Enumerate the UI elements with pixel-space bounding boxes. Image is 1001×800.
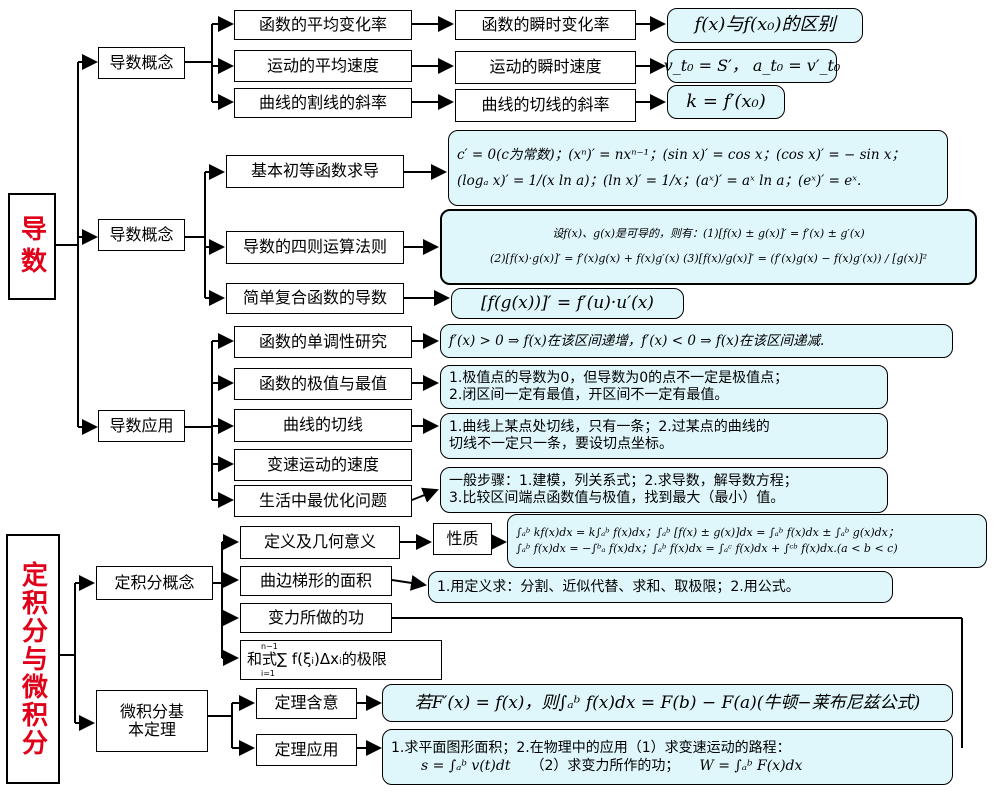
node-sum-limit-sup: n−1 <box>261 642 278 652</box>
note-tangent-l2: 切线不一定只一条，要设切点坐标。 <box>449 436 673 452</box>
note-area-calc: 1.用定义求：分割、近似代替、求和、取极限；2.用公式。 <box>428 571 893 603</box>
note-app-l2c: W = ∫ₐᵇ F(x)dx <box>699 758 803 774</box>
note-app-l2b: （2）求变力所作的功； <box>530 758 680 774</box>
node-def-integral: 定积分概念 <box>96 566 213 600</box>
node-optimization: 生活中最优化问题 <box>234 485 412 517</box>
note-four-rules: 设f(x)、g(x)是可导的，则有：(1)[f(x) ± g(x)]′ = f′… <box>440 209 977 285</box>
note-theorem-app: 1.求平面图形面积；2.在物理中的应用（1）求变速运动的路程： s = ∫ₐᵇ … <box>382 729 953 785</box>
note-extrema-l2: 2.闭区间一定有最值，开区间不一定有最值。 <box>449 387 729 403</box>
node-variable-speed: 变速运动的速度 <box>234 449 412 481</box>
node-theorem-meaning: 定理含意 <box>256 688 357 719</box>
note-app-l1: 1.求平面图形面积；2.在物理中的应用（1）求变速运动的路程： <box>391 739 791 756</box>
note-slope-def-text: k = f′(x₀) <box>686 90 766 112</box>
note-optim-l2: 3.比较区间端点函数值与极值，找到最大（最小）值。 <box>449 490 785 506</box>
note-prop-l1: ∫ₐᵇ kf(x)dx = k∫ₐᵇ f(x)dx；∫ₐᵇ [f(x) ± g(… <box>516 525 899 539</box>
note-tangent: 1.曲线上某点处切线，只有一条；2.过某点的曲线的 切线不一定只一条，要设切点坐… <box>440 413 888 459</box>
node-sum-limit: 和式∑ f(ξᵢ)Δxᵢ的极限 n−1 i=1 <box>240 640 442 680</box>
note-rules-l2: (2)[f(x)·g(x)]′ = f′(x)g(x) + f(x)g′(x) … <box>489 252 928 265</box>
node-tangent-slope: 曲线的切线的斜率 <box>455 89 636 122</box>
node-monotonic: 函数的单调性研究 <box>234 326 412 358</box>
note-prop-l2: ∫ₐᵇ f(x)dx = −∫ᵇₐ f(x)dx；∫ₐᵇ f(x)dx = ∫ₐ… <box>516 542 898 555</box>
note-optim-l1: 一般步骤：1.建模，列关系式；2.求导数，解导数方程； <box>449 472 798 489</box>
note-app-l2a: s = ∫ₐᵇ v(t)dt <box>421 758 511 774</box>
note-diff-fx-text: f(x)与f(x₀)的区别 <box>694 14 836 36</box>
node-def-meaning: 定义及几何意义 <box>240 526 400 559</box>
node-theorem-app: 定理应用 <box>256 734 357 766</box>
node-concept-a: 导数概念 <box>98 47 185 79</box>
node-four-rules: 导数的四则运算法则 <box>226 231 404 264</box>
note-ftc: 若F′(x) = f(x)，则∫ₐᵇ f(x)dx = F(b) − F(a)(… <box>382 684 953 722</box>
section-derivative: 导数 <box>8 193 56 300</box>
note-monotone: f′(x) > 0 ⇒ f(x)在该区间递增，f′(x) < 0 ⇒ f(x)在… <box>440 324 953 358</box>
note-chain-text: [f(g(x))]′ = f′(u)·u′(x) <box>481 293 654 314</box>
node-inst-rate: 函数的瞬时变化率 <box>455 10 636 40</box>
node-avg-rate: 函数的平均变化率 <box>234 10 412 40</box>
node-tangent-line: 曲线的切线 <box>234 409 412 442</box>
note-monotone-text: f′(x) > 0 ⇒ f(x)在该区间递增，f′(x) < 0 ⇒ f(x)在… <box>449 332 825 349</box>
note-speed-def: v_t₀ = S′， a_t₀ = v′_t₀ <box>664 49 840 83</box>
note-diff-fx: f(x)与f(x₀)的区别 <box>667 8 863 43</box>
node-sum-limit-sub: i=1 <box>261 669 276 679</box>
note-app-l2: s = ∫ₐᵇ v(t)dt （2）求变力所作的功； W = ∫ₐᵇ F(x)d… <box>391 757 944 775</box>
note-area-calc-text: 1.用定义求：分割、近似代替、求和、取极限；2.用公式。 <box>437 578 800 595</box>
node-sum-limit-text: 和式∑ f(ξᵢ)Δxᵢ的极限 <box>247 650 387 669</box>
section-integral: 定积分与微积分 <box>6 534 60 784</box>
note-tangent-l1: 1.曲线上某点处切线，只有一条；2.过某点的曲线的 <box>449 418 770 435</box>
note-extrema: 1.极值点的导数为0，但导数为0的点不一定是极值点； 2.闭区间一定有最值，开区… <box>440 365 888 409</box>
node-application: 导数应用 <box>98 410 185 442</box>
node-secant: 曲线的割线的斜率 <box>234 88 412 118</box>
note-chain-rule: [f(g(x))]′ = f′(u)·u′(x) <box>451 288 684 319</box>
node-concept-b: 导数概念 <box>98 219 185 251</box>
note-rules-l1: 设f(x)、g(x)是可导的，则有：(1)[f(x) ± g(x)]′ = f′… <box>552 227 865 241</box>
note-ftc-text: 若F′(x) = f(x)，则∫ₐᵇ f(x)dx = F(b) − F(a)(… <box>414 692 921 713</box>
node-sum-limit-wrap: 和式∑ f(ξᵢ)Δxᵢ的极限 n−1 i=1 <box>247 642 387 678</box>
node-extrema: 函数的极值与最值 <box>234 368 412 400</box>
note-basic-derivatives: c′ = 0(c为常数)；(xⁿ)′ = nxⁿ⁻¹；(sin x)′ = co… <box>448 130 948 206</box>
node-var-force-work: 变力所做的功 <box>240 603 392 633</box>
note-optimization: 一般步骤：1.建模，列关系式；2.求导数，解导数方程； 3.比较区间端点函数值与… <box>440 467 888 513</box>
node-avg-speed: 运动的平均速度 <box>234 50 412 82</box>
note-basic-l1: c′ = 0(c为常数)；(xⁿ)′ = nxⁿ⁻¹；(sin x)′ = co… <box>457 146 905 163</box>
node-fundamental: 微积分基本定理 <box>96 690 208 752</box>
node-basic-funcs: 基本初等函数求导 <box>226 155 404 188</box>
node-property: 性质 <box>433 523 492 555</box>
note-integral-properties: ∫ₐᵇ kf(x)dx = k∫ₐᵇ f(x)dx；∫ₐᵇ [f(x) ± g(… <box>507 514 987 568</box>
note-basic-l2: (logₐ x)′ = 1/(x ln a)；(ln x)′ = 1/x；(aˣ… <box>457 173 862 189</box>
node-composite: 简单复合函数的导数 <box>226 283 404 314</box>
node-trapezoid-area: 曲边梯形的面积 <box>240 566 392 596</box>
node-inst-speed: 运动的瞬时速度 <box>455 51 636 84</box>
note-slope-def: k = f′(x₀) <box>667 85 785 119</box>
note-speed-def-text: v_t₀ = S′， a_t₀ = v′_t₀ <box>663 56 841 76</box>
note-extrema-l1: 1.极值点的导数为0，但导数为0的点不一定是极值点； <box>449 369 789 386</box>
